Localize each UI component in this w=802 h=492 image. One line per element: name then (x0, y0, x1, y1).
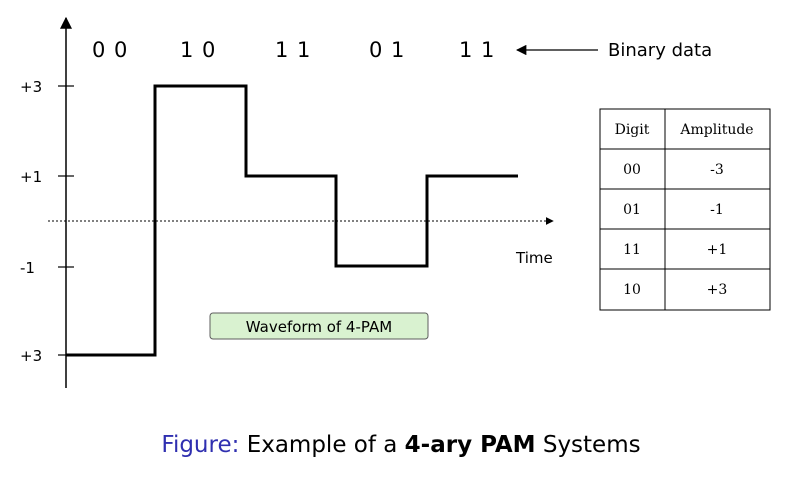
table-header-amplitude: Amplitude (679, 122, 753, 138)
figure-caption: Figure: Example of a 4-ary PAM Systems (0, 432, 802, 458)
table-cell-amplitude: -1 (710, 202, 724, 218)
caption-text-end: Systems (535, 432, 641, 458)
caption-label: Figure: (161, 432, 240, 458)
caption-bold: 4-ary PAM (404, 432, 536, 458)
y-tick-label: +1 (20, 168, 42, 186)
binary-digit-pair: 1 1 (459, 38, 495, 62)
table-cell-digit: 00 (623, 162, 641, 178)
binary-digit-pair: 0 0 (92, 38, 128, 62)
table-cell-digit: 11 (623, 242, 641, 258)
amplitude-table: Digit Amplitude 00 -3 01 -1 11 +1 10 +3 (599, 108, 771, 311)
caption-text: Example of a (246, 432, 405, 458)
y-tick-label: +3 (20, 347, 42, 365)
pam-diagram: +3 +1 -1 +3 Time 0 0 1 0 1 1 0 1 1 1 Bin… (20, 16, 771, 388)
table-cell-digit: 10 (623, 282, 641, 298)
table-cell-amplitude: +1 (707, 242, 728, 258)
y-tick-label: -1 (20, 259, 35, 277)
binary-digit-pair: 1 1 (275, 38, 311, 62)
waveform-label-box (209, 312, 429, 340)
y-tick-label: +3 (20, 78, 42, 96)
table-cell-digit: 01 (623, 202, 641, 218)
table-cell-amplitude: +3 (707, 282, 728, 298)
binary-digit-pair: 1 0 (180, 38, 216, 62)
table-header-digit: Digit (615, 122, 650, 138)
binary-data-label: Binary data (608, 40, 712, 61)
pam-waveform (66, 84, 518, 357)
table-cell-amplitude: -3 (710, 162, 724, 178)
time-label: Time (515, 249, 553, 267)
binary-digit-pair: 0 1 (369, 38, 405, 62)
waveform-label: Waveform of 4-PAM (246, 318, 392, 336)
